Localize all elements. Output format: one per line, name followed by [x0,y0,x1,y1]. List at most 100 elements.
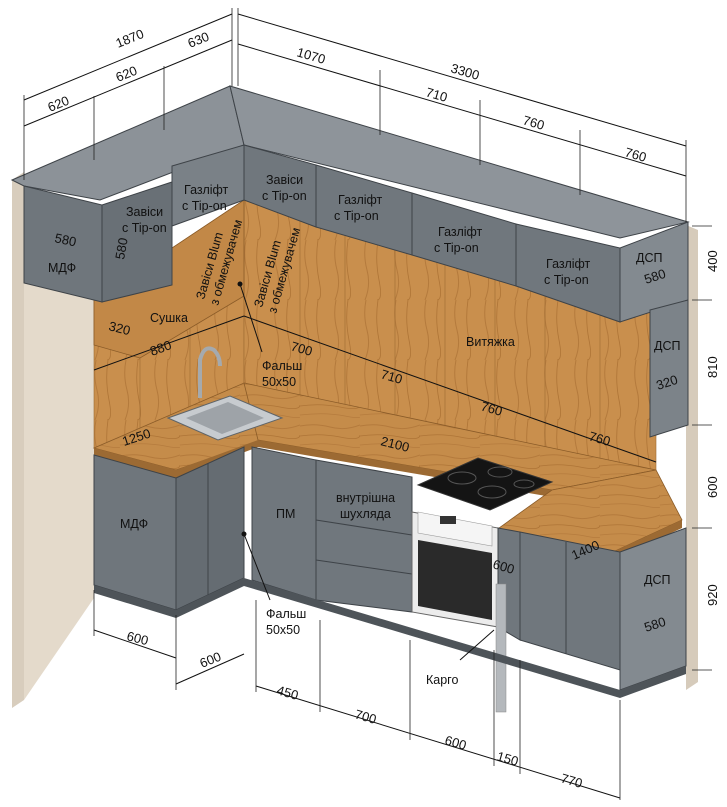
label-gazlift-a-2: с Tip-on [182,199,227,213]
label-dsp-mid: ДСП [654,339,680,353]
dim-700-wall: 700 [289,338,314,358]
upper-cabinets-back [229,85,690,438]
upper-cabinets-left [10,85,245,303]
falsh-leader-bottom [243,533,271,601]
dim-710-top: 710 [424,84,449,104]
label-pm: ПМ [276,507,295,521]
dim-150: 150 [495,748,520,768]
dim-710-wall: 710 [379,366,404,386]
label-gazlift-b-2: с Tip-on [334,209,379,223]
dim-line-bottom-corner [175,653,245,685]
falsh-leader-top [239,283,263,353]
dim-h-400: 400 [705,250,720,272]
dim-580-base: 580 [642,614,667,635]
label-falsh-top-2: 50х50 [262,375,296,389]
dim-760-top-a: 760 [521,112,546,132]
oven-panel [417,511,493,547]
dim-880: 880 [148,337,174,359]
label-drawer-2: шухляда [340,507,391,521]
label-gazlift-a-1: Газліфт [184,183,229,197]
dim-620-a: 620 [46,93,72,115]
left-wall-face [24,186,94,700]
upper-cabinet-tipon-a [101,181,173,303]
dim-line-segments [237,43,687,177]
hob [416,457,554,511]
kargo-leader [459,629,495,661]
label-zavisy-tipon-b-2: с Tip-on [262,189,307,203]
dim-580-upper-c: 580 [642,266,667,287]
dim-600-bottom-b: 600 [198,649,224,671]
base-cabinet-drawers [315,459,413,613]
dim-700-bottom: 700 [353,706,378,726]
dim-600-bottom-c: 600 [443,732,468,752]
oven-display [440,516,456,524]
label-mdf-base: МДФ [120,517,148,531]
base-cabinet-pm [251,446,317,601]
dim-2100: 2100 [379,433,411,455]
faucet [198,346,222,398]
sink-bowl [186,402,264,434]
burner [447,471,477,485]
left-wall [12,172,24,708]
dim-760-top-b: 760 [623,144,648,164]
dim-line-880 [93,315,245,371]
dim-620-b: 620 [114,63,140,85]
burner [477,485,507,499]
label-drawer-1: внутрішна [336,491,395,505]
dim-580-upper-b: 580 [112,237,131,261]
label-gazlift-d-2: с Tip-on [544,273,589,287]
room-walls [12,172,698,708]
burner [513,479,535,489]
dim-line-bottom-left [93,629,177,659]
dim-320-a: 320 [107,318,132,338]
label-gazlift-d-1: Газліфт [546,257,591,271]
bar-leg [495,583,507,713]
label-zavisy-tipon-a-2: с Tip-on [122,221,167,235]
oven-door [418,540,492,620]
dim-h-920: 920 [705,584,720,606]
dim-600-bottom-a: 600 [125,628,150,648]
backsplash [93,199,657,471]
label-mdf-upper: МДФ [48,261,76,275]
plinth [94,578,686,698]
label-sushka: Сушка [150,311,188,325]
dim-760-wall-b: 760 [587,428,612,448]
label-dsp-upper: ДСП [636,251,662,265]
base-cabinet-mdf [93,454,177,611]
dim-line-1870 [23,13,233,101]
dimension-lines [23,8,712,800]
label-falsh-top-1: Фальш [262,359,302,373]
dim-line-3300 [237,13,687,147]
right-wall [686,225,698,690]
drawer-split [315,559,413,575]
upper-back-top [229,85,690,239]
dim-770: 770 [559,770,584,790]
dim-1070: 1070 [295,44,327,66]
dim-line-bottom-right [255,685,621,799]
dim-line-wall [243,315,657,463]
label-falsh-bottom-1: Фальш [266,607,306,621]
dim-1870: 1870 [114,26,146,51]
falsh-marker [237,281,243,287]
dim-580-upper-a: 580 [53,230,77,249]
base-cabinet-dsp [619,527,687,691]
label-falsh-bottom-2: 50х50 [266,623,300,637]
label-vytyazhka: Витяжка [466,335,515,349]
label-gazlift-c-1: Газліфт [438,225,483,239]
base-cabinets [93,446,687,713]
label-gazlift-b-1: Газліфт [338,193,383,207]
label-kargo: Карго [426,673,458,687]
drawer-split [315,519,413,536]
dim-600-bar: 600 [491,556,516,576]
label-gazlift-c-2: с Tip-on [434,241,479,255]
countertop-front-edge [94,440,552,497]
label-zavisy-tipon-b-1: Завіси [266,173,303,187]
dim-h-600: 600 [705,476,720,498]
dim-line-620-620-630 [23,39,233,127]
dim-760-wall-a: 760 [479,398,504,418]
label-dsp-base: ДСП [644,573,670,587]
mid-cabinet-dsp [649,299,689,438]
label-zavisy-tipon-a-1: Завіси [126,205,163,219]
dim-h-810: 810 [705,356,720,378]
